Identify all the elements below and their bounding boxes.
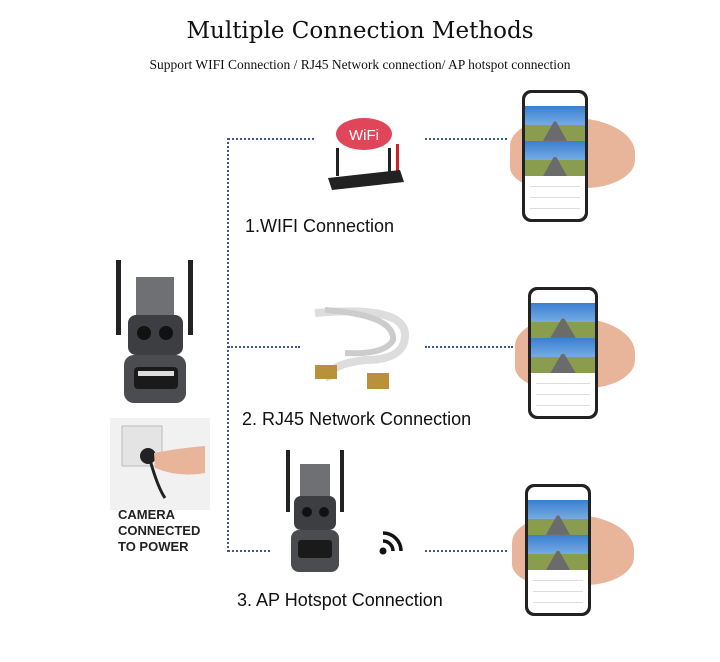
connector-rj45-right [425, 346, 513, 348]
method-label-rj45: 2. RJ45 Network Connection [242, 409, 472, 429]
connector-ap-right [425, 550, 507, 552]
camera-image [116, 260, 193, 403]
connector-rj45-left [228, 346, 300, 348]
phone-app-rj45 [528, 287, 598, 419]
method-label-wifi: 1.WIFI Connection [245, 216, 395, 236]
connector-ap-left [228, 550, 270, 552]
power-outlet-image [110, 418, 210, 510]
wifi-badge-text: WiFi [349, 127, 379, 144]
power-caption-line: TO POWER [118, 539, 189, 554]
page-subtitle: Support WIFI Connection / RJ45 Network c… [149, 57, 571, 72]
wifi-router-icon: WiFi [328, 118, 404, 190]
connector-trunk [227, 138, 229, 552]
ethernet-cable-icon [314, 307, 410, 389]
phone-app-wifi [522, 90, 588, 222]
power-caption-line: CONNECTED [118, 523, 201, 538]
connector-wifi-left [228, 138, 314, 140]
camera-hotspot-image [286, 450, 344, 572]
power-caption-line: CAMERA [118, 507, 176, 522]
phone-app-ap [525, 484, 591, 616]
wifi-signal-icon [379, 531, 403, 555]
page-title: Multiple Connection Methods [186, 18, 534, 44]
connector-wifi-right [425, 138, 507, 140]
method-label-ap: 3. AP Hotspot Connection [237, 590, 443, 610]
